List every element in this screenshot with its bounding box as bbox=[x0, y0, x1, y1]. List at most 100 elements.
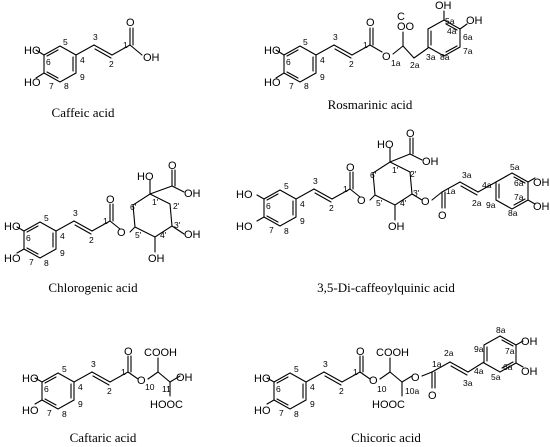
svg-text:7: 7 bbox=[29, 257, 34, 267]
svg-text:2a: 2a bbox=[472, 198, 482, 208]
svg-text:HO: HO bbox=[22, 373, 39, 385]
svg-text:1: 1 bbox=[353, 367, 358, 377]
svg-text:3: 3 bbox=[313, 176, 318, 186]
caption-caffeic-acid: Caffeic acid bbox=[52, 105, 115, 120]
svg-text:4: 4 bbox=[78, 382, 83, 392]
svg-text:4: 4 bbox=[60, 231, 65, 241]
svg-text:2a: 2a bbox=[410, 60, 420, 70]
rosmarinic-acid-structure: HO HO O O OO C OH OH 5 6 7 8 9 4 3 2 1 1… bbox=[264, 0, 483, 91]
svg-text:6: 6 bbox=[286, 57, 291, 67]
svg-text:4: 4 bbox=[300, 199, 305, 209]
svg-text:6: 6 bbox=[26, 233, 31, 243]
svg-text:O: O bbox=[369, 375, 378, 387]
svg-text:8: 8 bbox=[62, 409, 67, 419]
svg-text:6a: 6a bbox=[503, 362, 513, 372]
svg-text:2: 2 bbox=[109, 59, 114, 69]
svg-text:8a: 8a bbox=[496, 325, 506, 335]
svg-text:3: 3 bbox=[73, 208, 78, 218]
svg-text:1: 1 bbox=[121, 367, 126, 377]
svg-text:OH: OH bbox=[521, 336, 538, 348]
svg-text:O: O bbox=[124, 346, 133, 358]
svg-text:6: 6 bbox=[276, 384, 281, 394]
svg-text:O: O bbox=[438, 210, 447, 222]
svg-text:OH: OH bbox=[143, 52, 160, 64]
svg-text:O: O bbox=[137, 375, 146, 387]
svg-text:5a: 5a bbox=[510, 162, 520, 172]
svg-text:4': 4' bbox=[400, 198, 407, 208]
svg-text:O: O bbox=[406, 128, 415, 140]
svg-text:HOOC: HOOC bbox=[150, 399, 183, 411]
svg-text:4: 4 bbox=[310, 382, 315, 392]
svg-text:HO: HO bbox=[254, 373, 271, 385]
dicaffeoylquinic-acid-structure: HO HO O O HO O OH OH O O OH OH 5 6 7 8 9… bbox=[236, 128, 550, 236]
svg-text:HO: HO bbox=[254, 405, 271, 417]
svg-text:2': 2' bbox=[173, 201, 180, 211]
svg-text:HO: HO bbox=[24, 45, 41, 57]
caption-caftaric-acid: Caftaric acid bbox=[70, 430, 137, 445]
svg-text:O: O bbox=[357, 195, 366, 207]
svg-text:OH: OH bbox=[388, 221, 405, 233]
svg-text:OH: OH bbox=[521, 366, 538, 378]
svg-text:OH: OH bbox=[435, 0, 452, 12]
svg-text:9: 9 bbox=[78, 399, 83, 409]
svg-text:8: 8 bbox=[44, 258, 49, 268]
svg-text:HO: HO bbox=[137, 171, 154, 183]
caption-rosmarinic-acid: Rosmarinic acid bbox=[328, 97, 413, 112]
svg-text:3: 3 bbox=[333, 32, 338, 42]
svg-text:HO: HO bbox=[4, 221, 21, 233]
svg-text:O: O bbox=[382, 51, 391, 63]
svg-text:1': 1' bbox=[392, 165, 399, 175]
svg-text:9: 9 bbox=[310, 399, 315, 409]
svg-text:10: 10 bbox=[145, 382, 155, 392]
svg-text:9a: 9a bbox=[474, 344, 484, 354]
svg-text:5: 5 bbox=[294, 364, 299, 374]
svg-text:6a: 6a bbox=[514, 178, 524, 188]
svg-text:OH: OH bbox=[533, 177, 550, 189]
svg-text:OH: OH bbox=[466, 15, 483, 27]
svg-text:O: O bbox=[366, 17, 375, 29]
svg-text:6: 6 bbox=[44, 384, 49, 394]
svg-text:COOH: COOH bbox=[144, 347, 177, 359]
chlorogenic-acid-structure: HO HO O O HO O OH OH OH 5 6 7 8 9 4 3 2 … bbox=[4, 160, 201, 268]
svg-text:9a: 9a bbox=[486, 200, 496, 210]
svg-text:4a: 4a bbox=[447, 26, 457, 36]
svg-text:O: O bbox=[126, 17, 135, 29]
svg-text:1: 1 bbox=[343, 184, 348, 194]
svg-text:7: 7 bbox=[47, 408, 52, 418]
svg-text:1: 1 bbox=[103, 216, 108, 226]
svg-text:O: O bbox=[346, 162, 355, 174]
svg-text:4a: 4a bbox=[474, 366, 484, 376]
svg-text:9: 9 bbox=[300, 216, 305, 226]
svg-text:HO: HO bbox=[236, 189, 253, 201]
svg-text:HO: HO bbox=[22, 405, 39, 417]
svg-text:4: 4 bbox=[320, 55, 325, 65]
svg-text:1: 1 bbox=[123, 40, 128, 50]
svg-text:1': 1' bbox=[152, 197, 159, 207]
svg-text:4: 4 bbox=[80, 55, 85, 65]
svg-text:HO: HO bbox=[4, 253, 21, 265]
svg-text:2: 2 bbox=[89, 235, 94, 245]
chicoric-acid-structure: HO HO O O COOH O HOOC O OH OH 5 6 7 8 9 … bbox=[254, 325, 538, 419]
svg-text:7: 7 bbox=[269, 225, 274, 235]
svg-text:HO: HO bbox=[264, 45, 281, 57]
caffeic-acid-structure: HO HO O OH 5 6 7 8 9 4 3 2 1 bbox=[24, 17, 160, 91]
svg-text:10a: 10a bbox=[405, 386, 419, 396]
svg-text:O: O bbox=[106, 194, 115, 206]
svg-text:8: 8 bbox=[294, 409, 299, 419]
caption-dicaffeoylquinic-acid: 3,5-Di-caffeoylquinic acid bbox=[317, 280, 455, 295]
caption-chlorogenic-acid: Chlorogenic acid bbox=[48, 280, 138, 295]
svg-text:5a: 5a bbox=[491, 372, 501, 382]
svg-text:3: 3 bbox=[93, 32, 98, 42]
svg-text:5: 5 bbox=[44, 213, 49, 223]
svg-text:7: 7 bbox=[279, 408, 284, 418]
svg-text:COOH: COOH bbox=[376, 347, 409, 359]
svg-text:1: 1 bbox=[363, 40, 368, 50]
svg-text:O: O bbox=[428, 390, 437, 402]
svg-text:OO: OO bbox=[397, 21, 415, 33]
svg-text:3': 3' bbox=[174, 220, 181, 230]
caption-chicoric-acid: Chicoric acid bbox=[351, 430, 421, 445]
svg-text:10: 10 bbox=[377, 384, 387, 394]
svg-text:O: O bbox=[117, 227, 126, 239]
svg-text:2: 2 bbox=[329, 203, 334, 213]
